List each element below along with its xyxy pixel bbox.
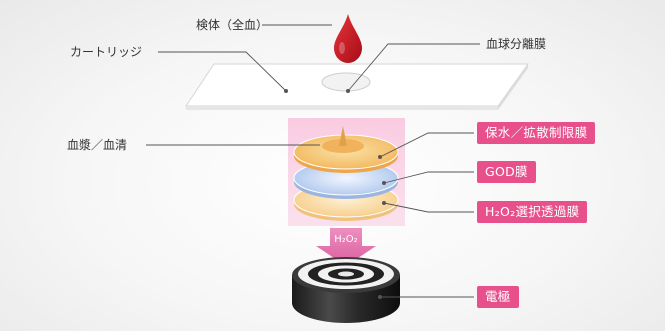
rbc-membrane-label: 血球分離膜 [486, 37, 547, 51]
h2o2-arrow [316, 228, 376, 266]
plasma-serum-label: 血漿／血清 [67, 138, 128, 152]
blood-drop-icon [334, 14, 362, 63]
cartridge-leader [158, 51, 287, 92]
cartridge-label: カートリッジ [70, 45, 143, 59]
specimen-label: 検体（全血） [196, 18, 269, 32]
protect-membrane-tag: 保水／拡散制限膜 [477, 122, 596, 144]
h2o2-arrow-label: H₂O₂ [334, 234, 358, 245]
electrode-cylinder [292, 257, 400, 323]
protect-leader [379, 132, 474, 158]
electrode-tag: 電極 [477, 286, 519, 308]
god-membrane-tag: GOD膜 [477, 161, 536, 183]
cartridge-plate [185, 63, 529, 110]
h2o2-select-leader [383, 202, 474, 213]
god-leader [383, 171, 474, 184]
rbc-membrane-leader [347, 43, 480, 92]
protective-disk [293, 126, 399, 173]
h2o2-selective-tag: H₂O₂選択透過膜 [477, 201, 588, 223]
